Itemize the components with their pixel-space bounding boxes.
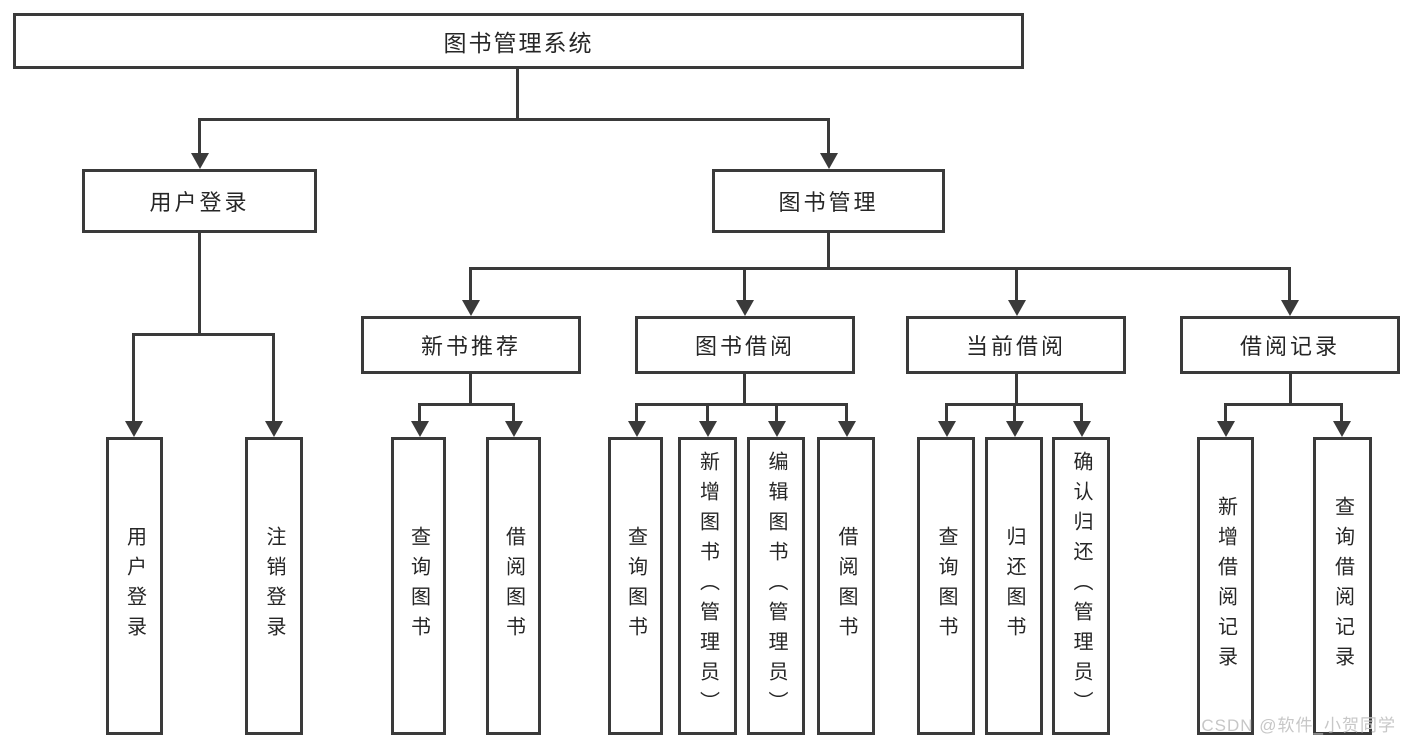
leaf-query-books-recommend: 查询图书: [391, 437, 446, 735]
node-label: 图书借阅: [694, 334, 795, 359]
leaf-borrow-books-recommend: 借阅图书: [486, 437, 541, 735]
connector-line: [512, 403, 515, 422]
arrow-down-icon: [1217, 421, 1235, 437]
connector-line: [418, 403, 514, 406]
leaf-confirm-return-admin: 确认归还（管理员）: [1052, 437, 1110, 735]
node-label: 用户登录: [123, 526, 146, 646]
arrow-down-icon: [191, 153, 209, 169]
connector-line: [1224, 403, 1227, 422]
connector-line: [469, 374, 472, 406]
arrow-down-icon: [838, 421, 856, 437]
connector-line: [945, 403, 948, 422]
node-book-management: 图书管理: [712, 169, 945, 233]
arrow-down-icon: [1008, 300, 1026, 316]
connector-line: [1015, 374, 1018, 406]
arrow-down-icon: [1333, 421, 1351, 437]
arrow-down-icon: [505, 421, 523, 437]
connector-line: [198, 118, 201, 155]
connector-line: [1288, 267, 1291, 302]
connector-line: [469, 267, 1291, 270]
arrow-down-icon: [628, 421, 646, 437]
connector-line: [516, 69, 519, 120]
arrow-down-icon: [768, 421, 786, 437]
leaf-query-borrow-record: 查询借阅记录: [1313, 437, 1372, 735]
arrow-down-icon: [1281, 300, 1299, 316]
connector-line: [1224, 403, 1343, 406]
leaf-borrow-books-borrow: 借阅图书: [817, 437, 875, 735]
arrow-down-icon: [820, 153, 838, 169]
leaf-edit-book-admin: 编辑图书（管理员）: [747, 437, 805, 735]
leaf-add-borrow-record: 新增借阅记录: [1197, 437, 1254, 735]
connector-line: [827, 233, 830, 270]
arrow-down-icon: [699, 421, 717, 437]
node-label: 查询图书: [624, 526, 647, 646]
csdn-watermark: CSDN @软件_小贺同学: [1201, 716, 1396, 735]
connector-line: [1080, 403, 1083, 422]
arrow-down-icon: [1073, 421, 1091, 437]
node-borrow-records: 借阅记录: [1180, 316, 1400, 374]
connector-line: [775, 403, 778, 422]
arrow-down-icon: [736, 300, 754, 316]
node-label: 当前借阅: [965, 334, 1066, 359]
arrow-down-icon: [265, 421, 283, 437]
connector-line: [706, 403, 709, 422]
arrow-down-icon: [125, 421, 143, 437]
node-label: 借阅图书: [835, 526, 857, 646]
node-new-book-recommend: 新书推荐: [361, 316, 581, 374]
connector-line: [1015, 267, 1018, 302]
leaf-query-books-current: 查询图书: [917, 437, 975, 735]
connector-line: [1289, 374, 1292, 406]
connector-line: [272, 333, 275, 422]
arrow-down-icon: [1006, 421, 1024, 437]
connector-line: [132, 333, 275, 336]
connector-line: [198, 118, 830, 121]
node-label: 编辑图书（管理员）: [765, 451, 787, 721]
leaf-user-login: 用户登录: [106, 437, 163, 735]
arrow-down-icon: [462, 300, 480, 316]
node-label: 查询图书: [407, 526, 430, 646]
node-label: 归还图书: [1003, 526, 1025, 646]
node-label: 借阅记录: [1239, 334, 1340, 359]
connector-line: [469, 267, 472, 302]
leaf-return-book: 归还图书: [985, 437, 1043, 735]
node-label: 注销登录: [263, 526, 285, 646]
node-label: 图书管理系统: [443, 30, 594, 56]
node-label: 新增借阅记录: [1214, 496, 1237, 676]
leaf-add-book-admin: 新增图书（管理员）: [678, 437, 737, 735]
node-label: 查询图书: [935, 526, 957, 646]
node-label: 图书管理: [778, 190, 879, 215]
node-label: 用户登录: [149, 190, 250, 215]
node-label: 借阅图书: [502, 526, 525, 646]
leaf-logout: 注销登录: [245, 437, 303, 735]
node-root: 图书管理系统: [13, 13, 1024, 69]
connector-line: [198, 233, 201, 336]
node-book-borrow: 图书借阅: [635, 316, 855, 374]
connector-line: [132, 333, 135, 422]
node-label: 新增图书（管理员）: [696, 451, 719, 721]
arrow-down-icon: [411, 421, 429, 437]
leaf-query-books-borrow: 查询图书: [608, 437, 663, 735]
node-label: 查询借阅记录: [1331, 496, 1354, 676]
connector-line: [418, 403, 421, 422]
connector-line: [635, 403, 846, 406]
connector-line: [635, 403, 638, 422]
connector-line: [827, 118, 830, 155]
connector-line: [743, 267, 746, 302]
node-user-login: 用户登录: [82, 169, 317, 233]
node-label: 新书推荐: [420, 334, 521, 359]
node-label: 确认归还（管理员）: [1070, 451, 1092, 721]
connector-line: [845, 403, 848, 422]
connector-line: [1013, 403, 1016, 422]
arrow-down-icon: [938, 421, 956, 437]
node-current-borrow: 当前借阅: [906, 316, 1126, 374]
connector-line: [743, 374, 746, 406]
connector-line: [1340, 403, 1343, 422]
